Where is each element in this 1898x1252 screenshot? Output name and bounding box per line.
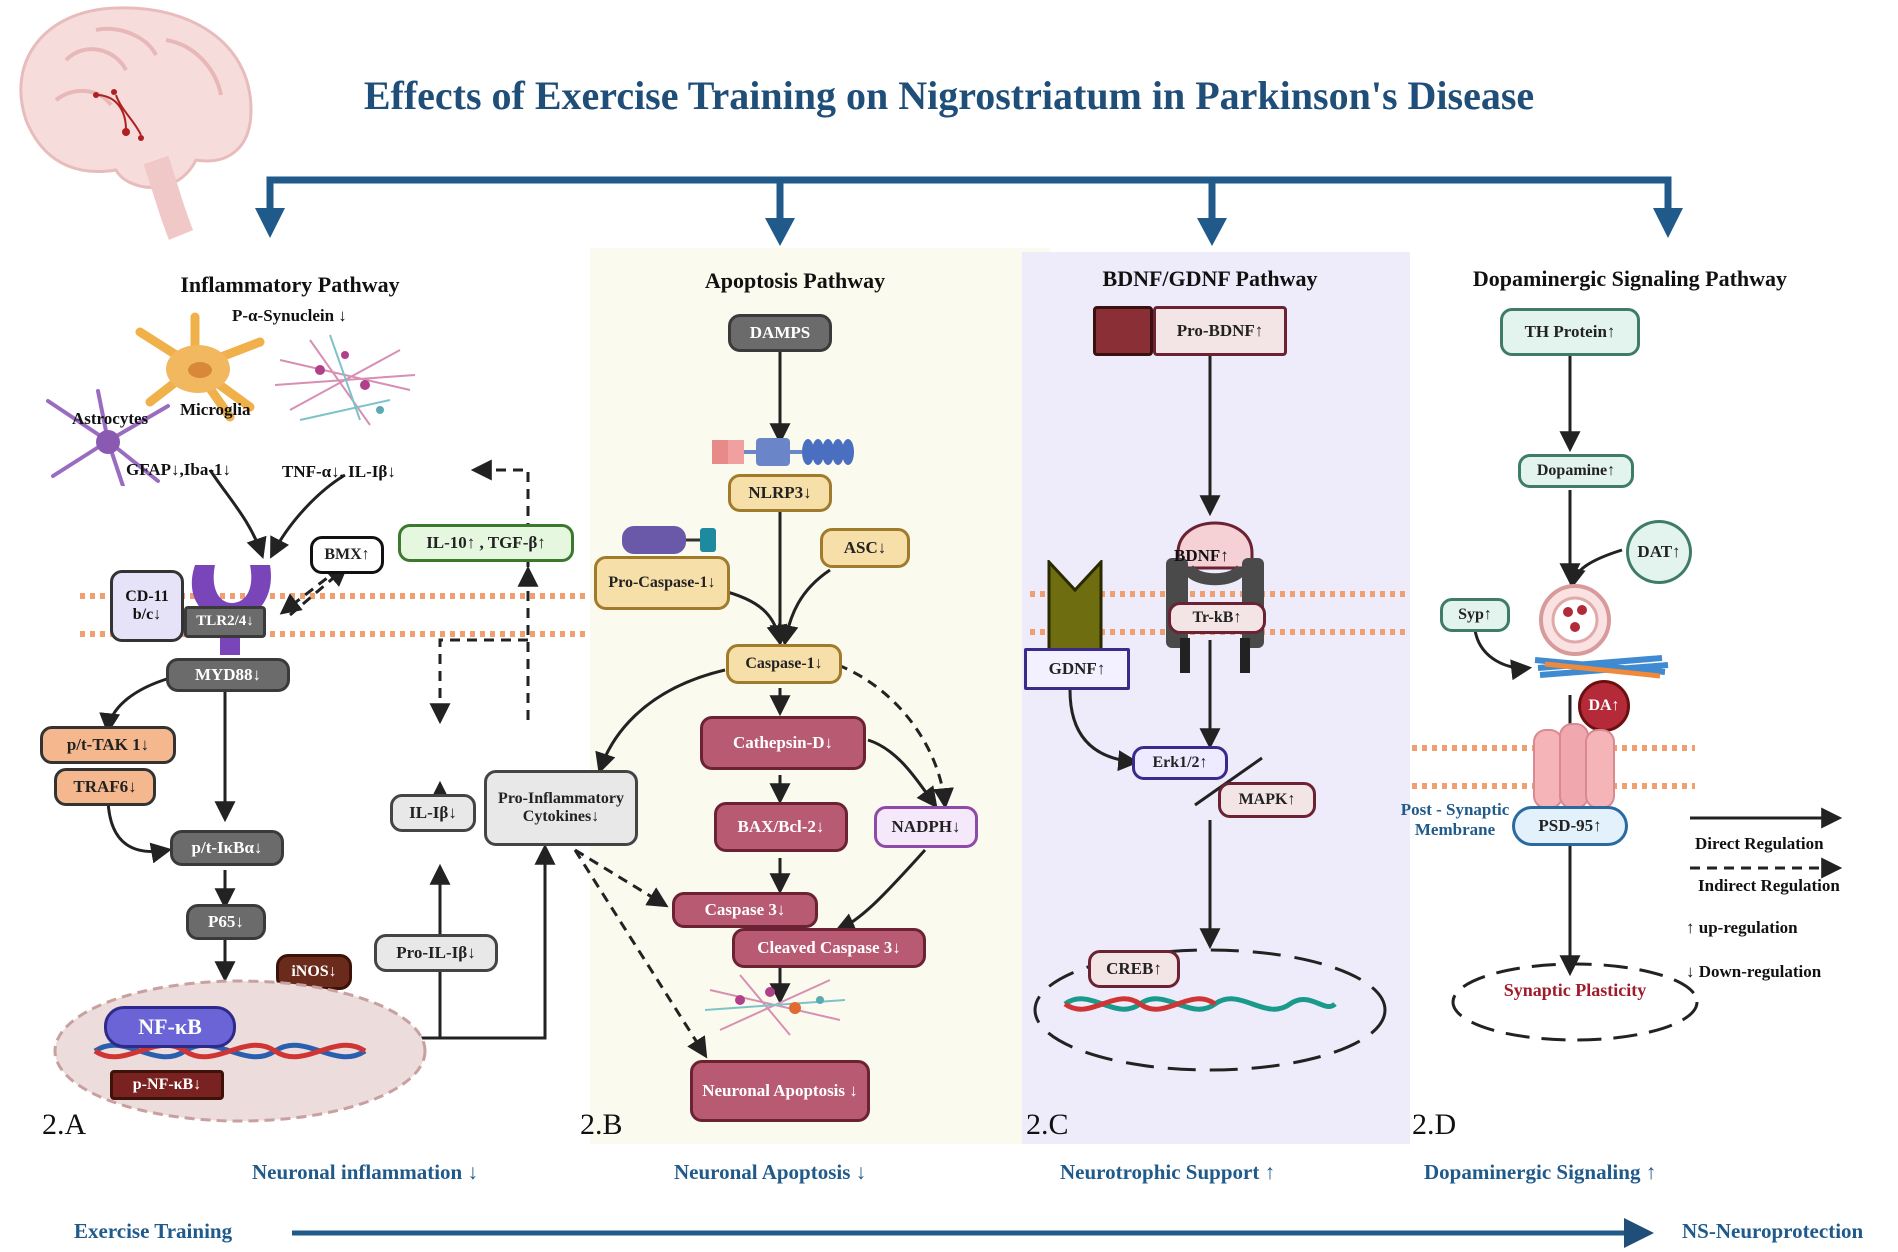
dopamine-box: Dopamine↑ — [1518, 454, 1634, 488]
tak1-box: p/t-TAK 1↓ — [40, 726, 176, 764]
footer-apoptosis: Neuronal Apoptosis ↓ — [674, 1160, 867, 1184]
legend-down: ↓ Down-regulation — [1686, 962, 1822, 981]
syp-box: Syp↑ — [1440, 598, 1510, 632]
bax-box: BAX/Bcl-2↓ — [714, 802, 848, 852]
panel-a-title: Inflammatory Pathway — [180, 272, 400, 297]
postsynaptic-receptor-icon — [1533, 723, 1615, 809]
nlrp3-box: NLRP3↓ — [728, 474, 832, 512]
panel-d-tag: 2.D — [1412, 1108, 1457, 1141]
nadph-box: NADPH↓ — [874, 806, 978, 848]
panel-c-tag: 2.C — [1026, 1108, 1069, 1141]
synapse-icon — [1534, 584, 1669, 679]
trkb-receptor-icon — [1166, 521, 1264, 673]
footer-inflammation: Neuronal inflammation ↓ — [252, 1160, 478, 1184]
il1b-box: IL-Iβ↓ — [390, 794, 476, 832]
legend-direct: Direct Regulation — [1695, 834, 1824, 853]
panel-a-tag: 2.A — [42, 1108, 87, 1141]
trkb-box: Tr-kB↑ — [1168, 602, 1266, 634]
cleaved-caspase3-box: Cleaved Caspase 3↓ — [732, 928, 926, 968]
microglia-label: Microglia — [180, 400, 251, 419]
footer-neurotrophic: Neurotrophic Support ↑ — [1060, 1160, 1276, 1184]
gfap-label: GFAP↓,Iba-1↓ — [126, 460, 231, 479]
p65-box: P65↓ — [186, 904, 266, 940]
neuron-network-icon — [274, 334, 416, 426]
caspase3-box: Caspase 3↓ — [672, 892, 818, 928]
pro-il1b-box: Pro-IL-Iβ↓ — [374, 934, 498, 972]
tnf-label: TNF-α↓, IL-Iβ↓ — [282, 462, 396, 481]
pro-caspase1-box: Pro-Caspase-1↓ — [594, 556, 730, 610]
traf6-box: TRAF6↓ — [54, 768, 156, 806]
brain-illustration — [19, 6, 253, 240]
ns-neuroprotection-label: NS-Neuroprotection — [1682, 1219, 1864, 1243]
exercise-training-label: Exercise Training — [74, 1219, 233, 1243]
pro-bdnf-prodomain — [1093, 306, 1153, 356]
gdnf-box: GDNF↑ — [1024, 648, 1130, 690]
footer-dopaminergic: Dopaminergic Signaling ↑ — [1424, 1160, 1657, 1184]
mapk-box: MAPK↑ — [1218, 782, 1316, 818]
th-protein-box: TH Protein↑ — [1500, 308, 1640, 356]
cd11-box: CD-11 b/c↓ — [110, 570, 184, 642]
astrocytes-icon — [46, 389, 170, 486]
p-synuclein-label: P-α-Synuclein ↓ — [232, 306, 347, 325]
bmx-box: BMX↑ — [310, 536, 384, 574]
pro-caspase-icon — [622, 526, 716, 554]
pro-bdnf-box: Pro-BDNF↑ — [1153, 306, 1287, 356]
post-synaptic-label: Post - Synaptic Membrane — [1400, 800, 1510, 840]
panel-b-tag: 2.B — [580, 1108, 623, 1141]
gdnf-receptor-icon — [1047, 560, 1103, 660]
erk-box: Erk1/2↑ — [1132, 746, 1228, 780]
nlrp3-complex-icon — [712, 438, 854, 466]
psd95-box: PSD-95↑ — [1512, 806, 1628, 846]
astrocytes-label: Astrocytes — [72, 409, 149, 428]
panel-d-title: Dopaminergic Signaling Pathway — [1472, 266, 1788, 291]
dna-helix-c — [1063, 996, 1337, 1012]
myd88-box: MYD88↓ — [166, 658, 290, 692]
legend-indirect: Indirect Regulation — [1698, 876, 1840, 895]
panel-b-title: Apoptosis Pathway — [704, 268, 886, 293]
creb-box: CREB↑ — [1088, 950, 1180, 988]
apoptotic-neurons-icon — [704, 974, 846, 1036]
nucleus-ellipse — [53, 979, 427, 1123]
cathepsin-box: Cathepsin-D↓ — [700, 716, 866, 770]
tlr-box: TLR2/4↓ — [184, 606, 266, 638]
asc-box: ASC↓ — [820, 528, 910, 568]
neuronal-apoptosis-box: Neuronal Apoptosis ↓ — [690, 1060, 870, 1122]
panel-c-background — [1022, 252, 1410, 1144]
il10-box: IL-10↑ , TGF-β↑ — [398, 524, 574, 562]
pnfkb-box: p-NF-κB↓ — [110, 1070, 224, 1100]
dat-box: DAT↑ — [1626, 520, 1692, 584]
panel-c-title: BDNF/GDNF Pathway — [1102, 266, 1318, 291]
da-box: DA↑ — [1578, 680, 1630, 732]
microglia-icon — [135, 312, 265, 422]
page-title: Effects of Exercise Training on Nigrostr… — [363, 73, 1535, 118]
damps-box: DAMPS — [728, 314, 832, 352]
caspase1-box: Caspase-1↓ — [726, 644, 842, 684]
pro-cytokines-box: Pro-Inflammatory Cytokines↓ — [484, 770, 638, 846]
nfkb-box: NF-κB — [104, 1006, 236, 1048]
synaptic-plasticity-label: Synaptic Plasticity — [1503, 980, 1647, 1000]
ikba-box: p/t-IκBα↓ — [170, 830, 284, 866]
bdnf-label: BDNF↑ — [1174, 546, 1229, 565]
legend-up: ↑ up-regulation — [1686, 918, 1798, 937]
